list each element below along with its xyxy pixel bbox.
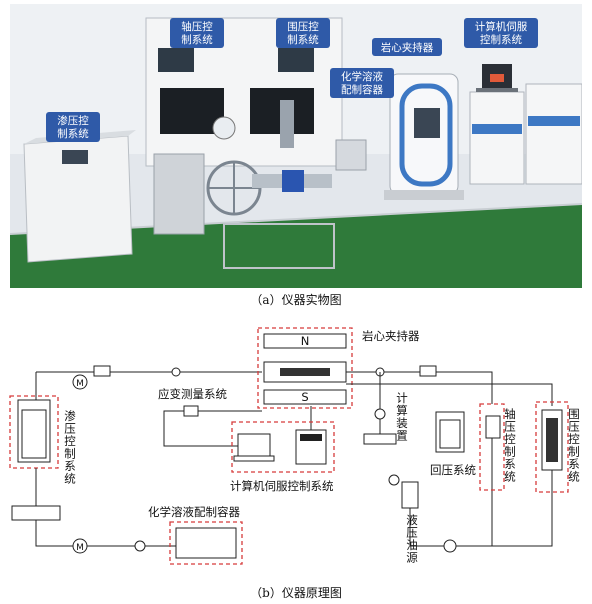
schematic-svg: M 渗压控制系统 M 化学溶液配制容器 N S 岩心夹持器 应变测量系统	[9, 327, 581, 565]
axial-dashed-box	[479, 403, 505, 491]
valve-block	[11, 505, 61, 521]
strain-label: 应变测量系统	[158, 387, 227, 401]
photo-illustration: 渗压控 制系统 轴压控 制系统 围压控 制系统 化学溶液 配制容器 岩心夹持器 …	[10, 4, 582, 288]
axial-cylinder	[485, 415, 501, 439]
holder-dashed-box	[257, 327, 353, 409]
motor-top-label: M	[76, 379, 84, 389]
oil-pump	[443, 539, 457, 553]
seepage-cabinet	[23, 130, 136, 263]
oil-tank	[401, 481, 419, 509]
motor-bottom-label: M	[76, 543, 84, 553]
backpressure-tank	[435, 411, 465, 453]
servo-dashed-box	[231, 421, 335, 473]
valve-top	[171, 367, 181, 377]
svg-text:轴压控: 轴压控	[181, 20, 213, 33]
svg-text:制系统: 制系统	[57, 127, 89, 140]
oil-gauge	[388, 474, 400, 486]
servo-cabinets	[469, 64, 582, 185]
green-floor	[10, 204, 582, 288]
magnet-s-label: S	[301, 390, 308, 404]
svg-text:围压控: 围压控	[287, 20, 319, 33]
chemical-dashed-box	[169, 521, 243, 565]
svg-text:渗压控: 渗压控	[57, 114, 89, 127]
metering-scale	[363, 433, 397, 445]
pipe-bottom-left	[35, 520, 176, 547]
confining-pipe-top	[346, 383, 553, 406]
servo-display	[300, 434, 322, 441]
seepage-tank	[17, 399, 51, 463]
caption-b: （b）仪器原理图	[250, 586, 342, 600]
chemical-container	[175, 527, 237, 559]
seepage-label: 渗压控制系统	[63, 409, 77, 485]
axial-label: 轴压控制系统	[503, 407, 517, 483]
equipment-photo: 渗压控 制系统 轴压控 制系统 围压控 制系统 化学溶液 配制容器 岩心夹持器 …	[10, 4, 582, 288]
svg-text:化学溶液: 化学溶液	[341, 70, 383, 83]
strain-cable	[163, 410, 240, 447]
control-panel	[145, 17, 367, 269]
servo-label: 计算机伺服控制系统	[230, 479, 334, 493]
magnet-n	[263, 333, 347, 349]
keyboard	[233, 455, 275, 462]
core-sample	[280, 368, 330, 376]
svg-text:计算机伺服: 计算机伺服	[475, 20, 528, 33]
caption-a: （a）仪器实物图	[250, 293, 342, 307]
seepage-dashed-box	[9, 395, 59, 469]
svg-text:岩心夹持器: 岩心夹持器	[381, 41, 434, 54]
seepage-tank-inner	[21, 409, 47, 459]
callout-axial: 轴压控 制系统	[170, 18, 224, 48]
backpressure-label: 回压系统	[430, 463, 476, 477]
confining-piston	[546, 418, 558, 462]
core-holder-unit	[384, 73, 464, 200]
svg-text:制系统: 制系统	[287, 33, 319, 46]
pipe-top-right	[346, 371, 493, 404]
backpressure-inner	[439, 419, 461, 449]
motor-top	[72, 374, 88, 390]
metering-label: 计算装置	[395, 392, 409, 442]
oil-label: 液压油源	[405, 513, 419, 564]
callout-confining: 围压控 制系统	[276, 18, 330, 48]
callout-chemical: 化学溶液 配制容器	[330, 68, 394, 98]
callout-holder: 岩心夹持器	[372, 38, 442, 56]
svg-text:控制系统: 控制系统	[480, 33, 522, 46]
magnet-s	[263, 389, 347, 405]
confining-label: 围压控制系统	[567, 408, 581, 483]
callout-servo: 计算机伺服 控制系统	[464, 18, 538, 48]
callout-seepage: 渗压控 制系统	[46, 112, 100, 142]
gauge-v	[134, 540, 146, 552]
confining-dashed-box	[535, 401, 569, 493]
schematic-diagram: M 渗压控制系统 M 化学溶液配制容器 N S 岩心夹持器 应变测量系统	[0, 314, 592, 582]
chemical-label: 化学溶液配制容器	[148, 505, 240, 519]
confining-pipe	[492, 470, 553, 547]
svg-text:制系统: 制系统	[181, 33, 213, 46]
strain-device	[183, 405, 199, 417]
magnet-n-label: N	[301, 334, 310, 348]
oil-pipe	[409, 508, 492, 547]
filter-2	[419, 365, 437, 377]
motor-bottom	[72, 538, 88, 554]
svg-text:配制容器: 配制容器	[341, 83, 383, 96]
holder-label: 岩心夹持器	[362, 329, 420, 343]
filter-1	[93, 365, 111, 377]
metering-gauge	[374, 408, 386, 420]
monitor	[237, 433, 271, 457]
